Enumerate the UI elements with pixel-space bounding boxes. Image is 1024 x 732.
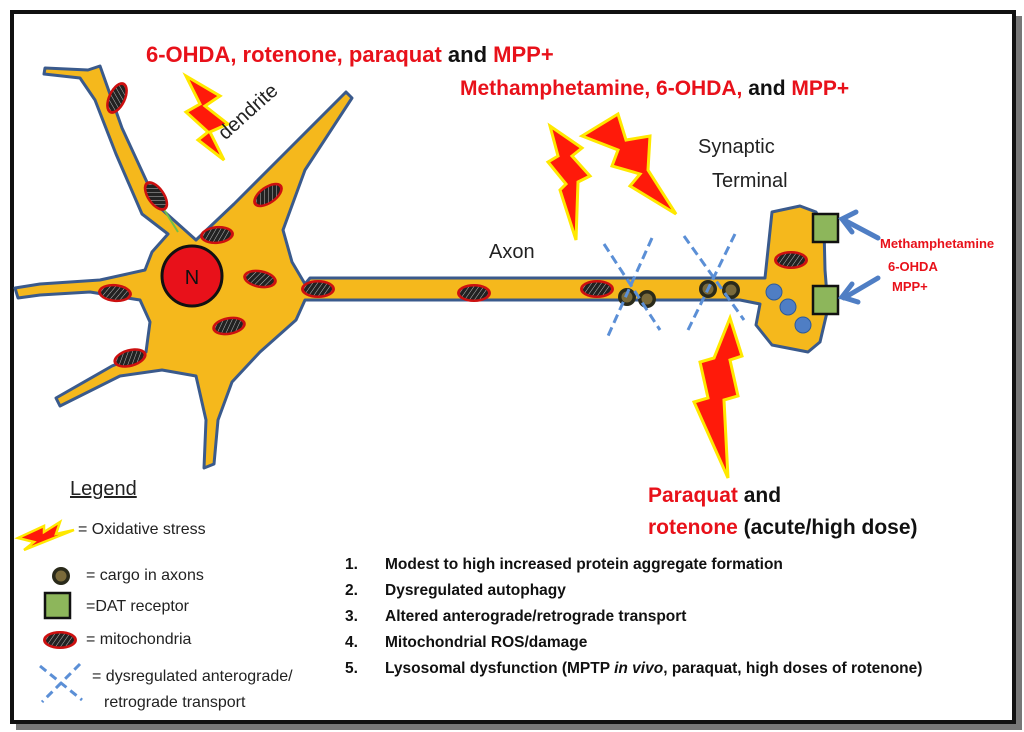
toxin-list-and: and	[742, 77, 792, 100]
cargo	[722, 281, 740, 299]
mitochondrion	[774, 251, 808, 269]
toxin-list-note: (acute/high dose)	[737, 516, 918, 539]
legend-cargo: = cargo in axons	[86, 567, 204, 584]
terminal-toxin: 6-OHDA	[888, 259, 938, 274]
effects-list-item: 1.Modest to high increased protein aggre…	[345, 556, 783, 573]
axon-label: Axon	[489, 241, 535, 263]
mitochondrion	[301, 280, 335, 298]
toxin-list-top: 6-OHDA, rotenone, paraquat and MPP+	[146, 42, 554, 68]
terminal-toxin: MPP+	[892, 279, 928, 294]
toxin-list-bottom: Paraquat and rotenone (acute/high dose)	[648, 480, 918, 544]
toxin-list-red: 6-OHDA, rotenone, paraquat	[146, 42, 442, 67]
toxin-list-and: and	[441, 42, 494, 67]
dat-receptor-icon	[43, 591, 72, 620]
toxin-list-red: Paraquat	[648, 484, 738, 507]
effects-list-item: 5.Lysosomal dysfunction (MPTP in vivo, p…	[345, 660, 923, 677]
toxin-list-red: rotenone	[648, 516, 738, 539]
legend-title: Legend	[70, 478, 137, 500]
lightning-icon	[182, 72, 231, 162]
legend-mitochondria: = mitochondria	[86, 631, 192, 648]
legend-dysregulated-transport-cont: retrograde transport	[104, 694, 246, 711]
mitochondria-icon	[43, 631, 77, 649]
toxin-arrow	[837, 275, 881, 305]
effects-list-item: 4.Mitochondrial ROS/damage	[345, 634, 588, 651]
cargo-icon	[52, 567, 70, 585]
lightning-icon	[578, 111, 678, 216]
dysregulated-x-icon	[39, 662, 83, 704]
lightning-icon	[545, 122, 593, 241]
terminal-toxin: Methamphetamine	[880, 236, 995, 251]
legend-oxidative-stress: = Oxidative stress	[78, 521, 206, 538]
vesicles	[765, 283, 812, 334]
nucleus	[160, 244, 224, 308]
effects-list: 1.Modest to high increased protein aggre…	[345, 556, 922, 686]
nucleus-label: N	[185, 267, 199, 289]
toxin-list-and: and	[737, 484, 782, 507]
dysregulated-x-mark	[602, 237, 662, 337]
toxin-list-red: MPP+	[493, 42, 554, 67]
effects-list-item: 2.Dysregulated autophagy	[345, 582, 566, 599]
dysregulated-x-mark	[682, 233, 746, 331]
dat-receptor	[811, 212, 840, 244]
synaptic-label-line2: Terminal	[712, 170, 788, 192]
toxin-list-second: Methamphetamine, 6-OHDA, and MPP+	[460, 77, 849, 101]
lightning-icon	[14, 519, 75, 552]
lightning-icon	[691, 313, 744, 479]
effects-list-item: 3.Altered anterograde/retrograde transpo…	[345, 608, 687, 625]
dat-receptor	[811, 284, 840, 316]
legend-dysregulated-transport: = dysregulated anterograde/	[92, 668, 293, 685]
mitochondrion	[457, 284, 491, 302]
toxin-list-red: Methamphetamine, 6-OHDA,	[460, 77, 743, 100]
mitochondrion	[580, 280, 614, 298]
legend-dat-receptor: =DAT receptor	[86, 598, 190, 615]
toxin-list-red: MPP+	[791, 77, 850, 100]
neuron-body	[13, 64, 830, 470]
toxin-arrow	[838, 209, 881, 241]
synaptic-label-line1: Synaptic	[698, 136, 775, 158]
cargo	[638, 290, 656, 308]
